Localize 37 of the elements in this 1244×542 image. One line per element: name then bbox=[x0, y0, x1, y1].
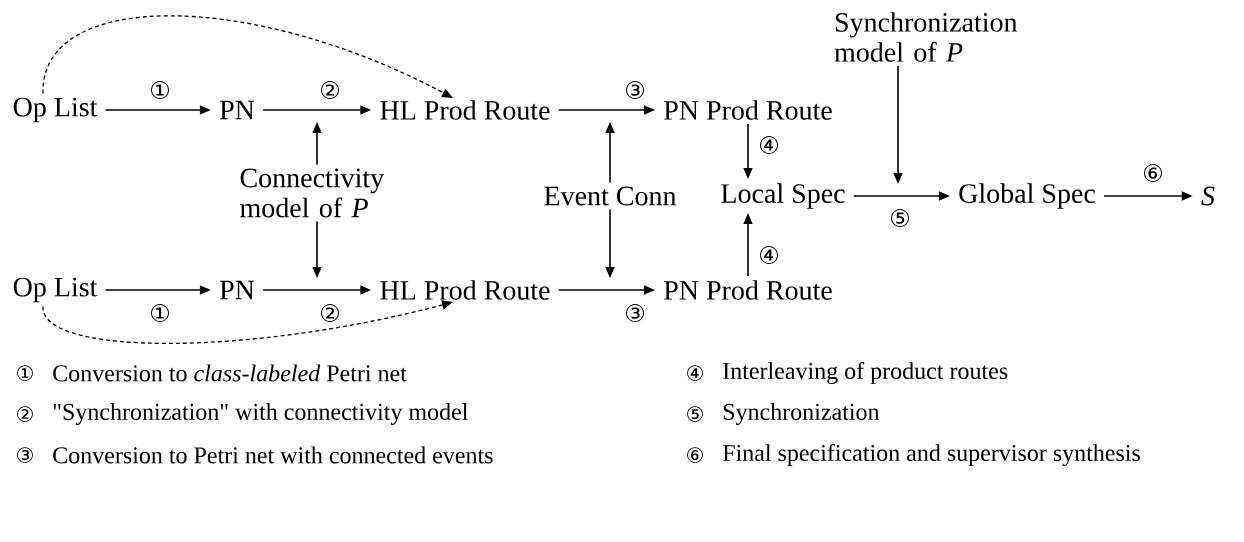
term-label: PN bbox=[219, 280, 255, 300]
legend-text: Conversion to class-labeled Petri net bbox=[53, 364, 407, 382]
step-number: ⑤ bbox=[687, 406, 703, 422]
term-label: Synchronization model of P bbox=[834, 12, 1018, 62]
term-label: PN Prod Route bbox=[664, 100, 832, 120]
term-label: Op List bbox=[13, 277, 98, 303]
edge-label: ⑥ bbox=[1141, 163, 1165, 183]
term-label: PN Prod Route bbox=[664, 280, 832, 300]
step-number: ③ bbox=[17, 447, 33, 463]
edge-label: ① bbox=[148, 80, 172, 100]
legend-text: Interleaving of product routes bbox=[723, 361, 1008, 385]
arrow bbox=[42, 15, 453, 98]
edge-label: ③ bbox=[623, 303, 647, 323]
step-number: ② bbox=[17, 406, 33, 422]
term-label: PN bbox=[219, 100, 255, 120]
term-label: Local Spec bbox=[721, 183, 845, 209]
edge-label: ⑤ bbox=[888, 208, 912, 228]
step-number: ① bbox=[17, 365, 33, 381]
legend-text: Synchronization bbox=[723, 403, 880, 425]
edge-label: ③ bbox=[623, 80, 647, 100]
term-label: Event Conn bbox=[544, 186, 677, 206]
edge-label: ① bbox=[148, 303, 172, 323]
legend-text: Conversion to Petri net with connected events bbox=[53, 446, 493, 464]
step-number: ⑥ bbox=[687, 447, 703, 463]
term-label: S bbox=[1201, 186, 1215, 206]
edge-label: ④ bbox=[757, 245, 781, 265]
legend-text: "Synchronization" with connectivity model bbox=[53, 403, 468, 425]
term-label: Global Spec bbox=[959, 183, 1095, 209]
edge-label: ② bbox=[318, 303, 342, 323]
term-label: Connectivity model of P bbox=[240, 168, 385, 218]
step-number: ④ bbox=[687, 365, 703, 381]
legend-text: Final specification and supervisor synthesis bbox=[722, 443, 1140, 467]
edge-label: ② bbox=[318, 80, 342, 100]
term-label: HL Prod Route bbox=[380, 100, 550, 120]
edge-label: ④ bbox=[757, 135, 781, 155]
term-label: Op List bbox=[13, 97, 98, 123]
term-label: HL Prod Route bbox=[380, 280, 550, 300]
